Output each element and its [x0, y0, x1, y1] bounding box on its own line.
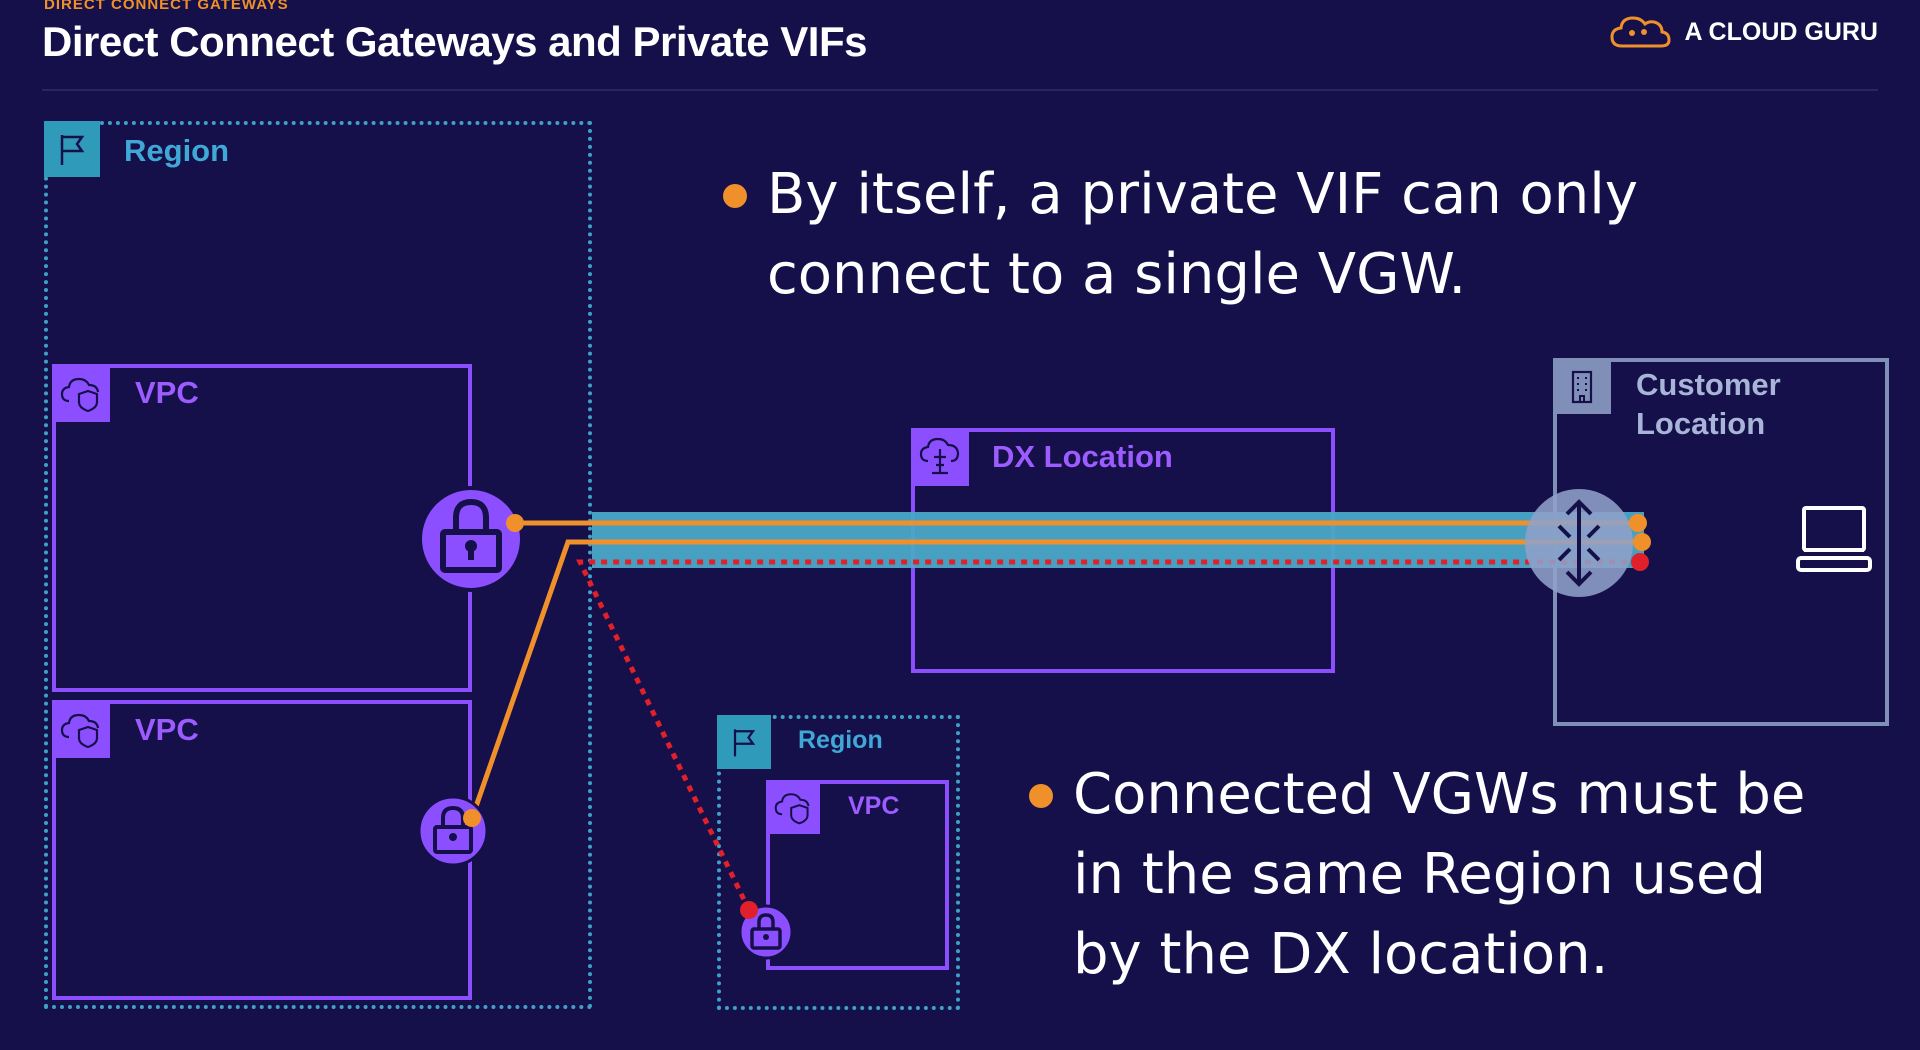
padlock-icon: [750, 913, 782, 950]
vpc-top-label: VPC: [135, 375, 199, 410]
vif-endpoint-router-3: [1631, 553, 1649, 571]
vpc-small-label: VPC: [848, 792, 900, 820]
bullet-1-line-2: connect to a single VGW.: [767, 242, 1467, 307]
brand-logo: A CLOUD GURU: [1608, 12, 1878, 52]
vif-endpoint-top-vgw: [506, 514, 524, 532]
region-main-tile: [44, 121, 100, 177]
dx-location-icon: [919, 437, 960, 475]
flag-icon: [733, 729, 756, 757]
customer-router[interactable]: [1525, 489, 1633, 597]
vpc-bottom-label: VPC: [135, 712, 199, 747]
vif-line-invalid: [576, 559, 1640, 912]
vif-endpoint-router-2: [1633, 533, 1651, 551]
customer-location-label-line2: Location: [1636, 406, 1766, 441]
section-kicker: DIRECT CONNECT GATEWAYS: [44, 0, 289, 13]
cloud-logo-icon: [1610, 16, 1671, 48]
padlock-icon: [433, 805, 473, 854]
vpc-bottom-tile: [52, 700, 110, 758]
customer-location-label-line1: Customer: [1636, 367, 1781, 402]
vgw-padlock-bottom[interactable]: [417, 795, 489, 867]
vif-endpoint-invalid: [740, 901, 758, 919]
vpc-top-tile: [52, 364, 110, 422]
customer-location-tile: [1553, 358, 1611, 414]
bullet-1-line-1: By itself, a private VIF can only: [767, 162, 1638, 227]
bullet-dot-1: [723, 184, 747, 208]
region-small-label: Region: [798, 726, 883, 754]
vgw-padlock-small[interactable]: [738, 904, 794, 960]
vpc-small-tile: [766, 780, 820, 834]
vif-line-bottom-vpc: [469, 539, 1642, 819]
vif-endpoint-router-1: [1629, 514, 1647, 532]
bullet-2-line-1: Connected VGWs must be: [1073, 762, 1806, 827]
vpc-shield-icon: [60, 713, 100, 749]
router-icon: [1557, 499, 1601, 587]
flag-icon: [60, 135, 85, 165]
building-icon: [1571, 370, 1593, 404]
vpc-shield-icon: [774, 793, 810, 825]
dx-location-tile: [911, 428, 969, 486]
laptop-icon: [1796, 506, 1872, 572]
region-small-tile: [717, 715, 771, 769]
region-main-label: Region: [124, 133, 230, 168]
dx-location-label: DX Location: [992, 439, 1173, 474]
brand-name: A CLOUD GURU: [1684, 17, 1878, 46]
vgw-padlock-top[interactable]: [418, 486, 524, 592]
padlock-icon: [440, 498, 502, 573]
vif-endpoint-bottom-vgw: [463, 809, 481, 827]
page-title: Direct Connect Gateways and Private VIFs: [42, 18, 867, 65]
bullet-dot-2: [1029, 784, 1053, 808]
bullet-2-line-2: in the same Region used: [1073, 842, 1767, 907]
bullet-2-line-3: by the DX location.: [1073, 922, 1609, 987]
vpc-small-box: [766, 780, 949, 970]
region-small-box: [717, 715, 960, 1010]
vpc-shield-icon: [60, 377, 100, 413]
header-divider: [42, 89, 1878, 91]
region-main-box: [44, 121, 592, 1009]
